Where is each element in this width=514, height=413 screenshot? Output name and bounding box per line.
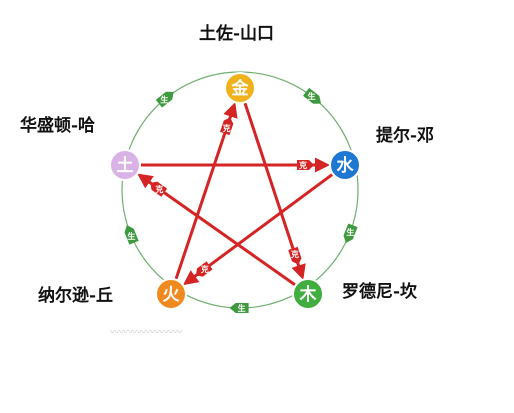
- node-metal-char: 金: [231, 78, 250, 99]
- overcoming-tag: 克: [195, 261, 213, 277]
- svg-text:克: 克: [291, 249, 299, 259]
- label-wood: 罗德尼-坎: [342, 281, 417, 302]
- svg-text:克: 克: [155, 184, 163, 194]
- node-wood-char: 木: [299, 284, 318, 305]
- node-water: [329, 149, 361, 181]
- generating-tag: 生: [302, 87, 321, 104]
- node-earth: [109, 149, 141, 181]
- label-earth: 华盛顿-哈: [20, 115, 95, 136]
- svg-text:生: 生: [346, 227, 354, 237]
- generating-tag: 生: [343, 223, 358, 243]
- overcoming-arrow-metal-wood: [243, 102, 306, 280]
- svg-text:生: 生: [127, 231, 135, 241]
- node-water-char: 水: [337, 155, 355, 176]
- svg-text:生: 生: [308, 91, 316, 101]
- node-metal: [224, 72, 256, 104]
- node-fire-char: 火: [163, 285, 181, 305]
- node-earth-char: 土: [117, 155, 134, 176]
- generating-tag: 生: [229, 302, 249, 314]
- node-wood: [292, 278, 324, 310]
- svg-text:克: 克: [299, 160, 307, 170]
- overcoming-arrow-water-fire: [183, 173, 334, 286]
- svg-text:生: 生: [160, 94, 168, 104]
- node-fire: [155, 278, 187, 310]
- overcoming-tag: 克: [150, 181, 168, 197]
- generating-tag: 生: [155, 91, 174, 108]
- overcoming-tag: 克: [297, 160, 314, 170]
- label-fire: 纳尔逊-丘: [38, 285, 113, 306]
- label-metal: 土佐-山口: [199, 23, 274, 44]
- overcoming-arrow-wood-earth: [137, 173, 296, 287]
- generating-tag: 生: [124, 225, 139, 245]
- svg-text:克: 克: [223, 123, 231, 133]
- overcoming-arrow-fire-metal: [174, 102, 238, 280]
- overcoming-tag: 克: [220, 117, 234, 136]
- svg-text:克: 克: [201, 264, 209, 274]
- overcoming-tag: 克: [288, 246, 302, 265]
- label-water: 提尔-邓: [376, 125, 434, 146]
- watermark: 〰〰〰〰〰〰〰〰: [110, 328, 182, 338]
- svg-text:生: 生: [238, 303, 246, 313]
